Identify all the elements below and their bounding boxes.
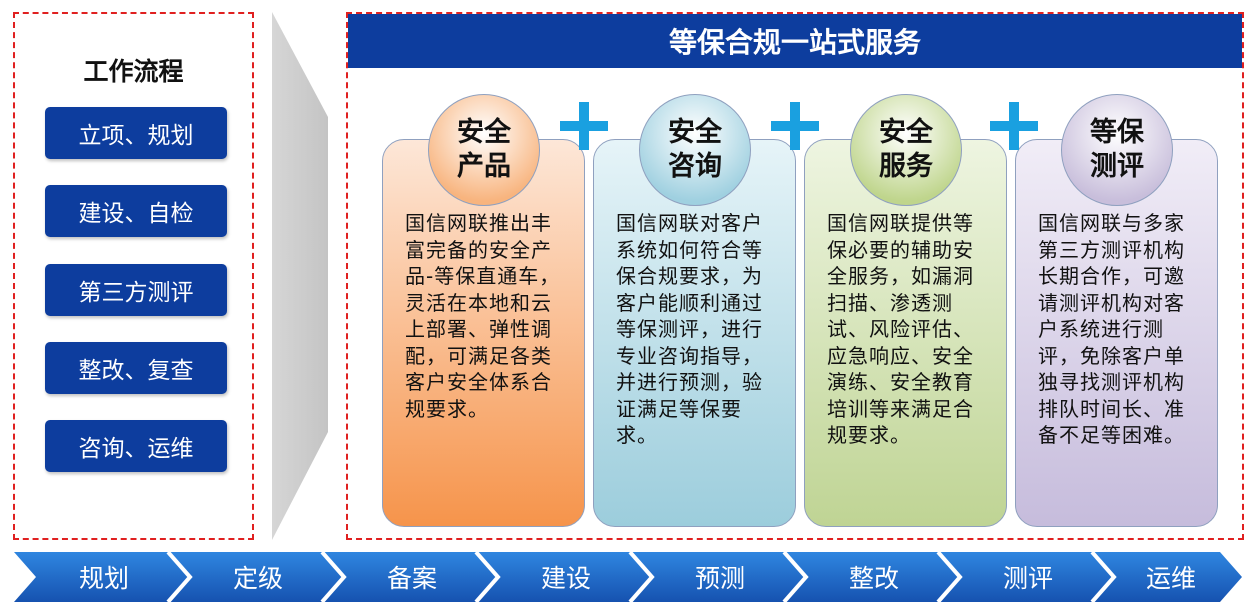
card-security-services: 国信网联提供等保必要的辅助安全服务，如漏洞扫描、渗透测试、风险评估、应急响应、安… bbox=[804, 139, 1007, 527]
card-text: 国信网联对客户系统如何符合等保合规要求，为客户能顺利通过等保测评，进行专业咨询指… bbox=[616, 211, 763, 447]
phase-arrow-bar bbox=[14, 552, 1242, 602]
card-text: 国信网联推出丰富完备的安全产品-等保直通车，灵活在本地和云上部署、弹性调配，可满… bbox=[405, 211, 561, 421]
workflow-panel: 工作流程 立项、规划 建设、自检 第三方测评 整改、复查 咨询、运维 bbox=[13, 12, 254, 540]
workflow-step-initiation[interactable]: 立项、规划 bbox=[45, 107, 227, 159]
workflow-title: 工作流程 bbox=[83, 57, 184, 86]
plus-icon bbox=[771, 102, 819, 150]
plus-icon bbox=[560, 102, 608, 150]
card-text: 国信网联提供等保必要的辅助安全服务，如漏洞扫描、渗透测试、风险评估、应急响应、安… bbox=[827, 211, 974, 447]
phase-assessment: 测评 bbox=[1002, 564, 1053, 593]
phase-construction: 建设 bbox=[540, 564, 591, 593]
workflow-step-third-party-assessment[interactable]: 第三方测评 bbox=[45, 264, 227, 316]
phase-rectification: 整改 bbox=[848, 564, 899, 593]
plus-icon bbox=[990, 102, 1038, 150]
circle-compliance-assessment: 等保 测评 bbox=[1061, 94, 1173, 206]
workflow-step-rectification[interactable]: 整改、复查 bbox=[45, 342, 227, 394]
workflow-step-consulting-ops[interactable]: 咨询、运维 bbox=[45, 420, 227, 472]
services-header: 等保合规一站式服务 bbox=[348, 14, 1242, 68]
funnel-connector bbox=[272, 12, 328, 540]
card-text: 国信网联与多家第三方测评机构长期合作，可邀请测评机构对客户系统进行测评，免除客户… bbox=[1038, 211, 1185, 447]
phase-operations: 运维 bbox=[1145, 564, 1196, 593]
circle-security-consulting: 安全 咨询 bbox=[639, 94, 751, 206]
circle-security-products: 安全 产品 bbox=[428, 94, 540, 206]
services-panel: 等保合规一站式服务 国信网联推出丰富完备的安全产品-等保直通车，灵活在本地和云上… bbox=[346, 12, 1244, 540]
phase-filing: 备案 bbox=[386, 564, 437, 593]
phase-pre-assessment: 预测 bbox=[694, 564, 745, 593]
circle-security-services: 安全 服务 bbox=[850, 94, 962, 206]
workflow-step-construction[interactable]: 建设、自检 bbox=[45, 185, 227, 237]
phase-planning: 规划 bbox=[78, 564, 129, 593]
phase-grading: 定级 bbox=[232, 564, 283, 593]
